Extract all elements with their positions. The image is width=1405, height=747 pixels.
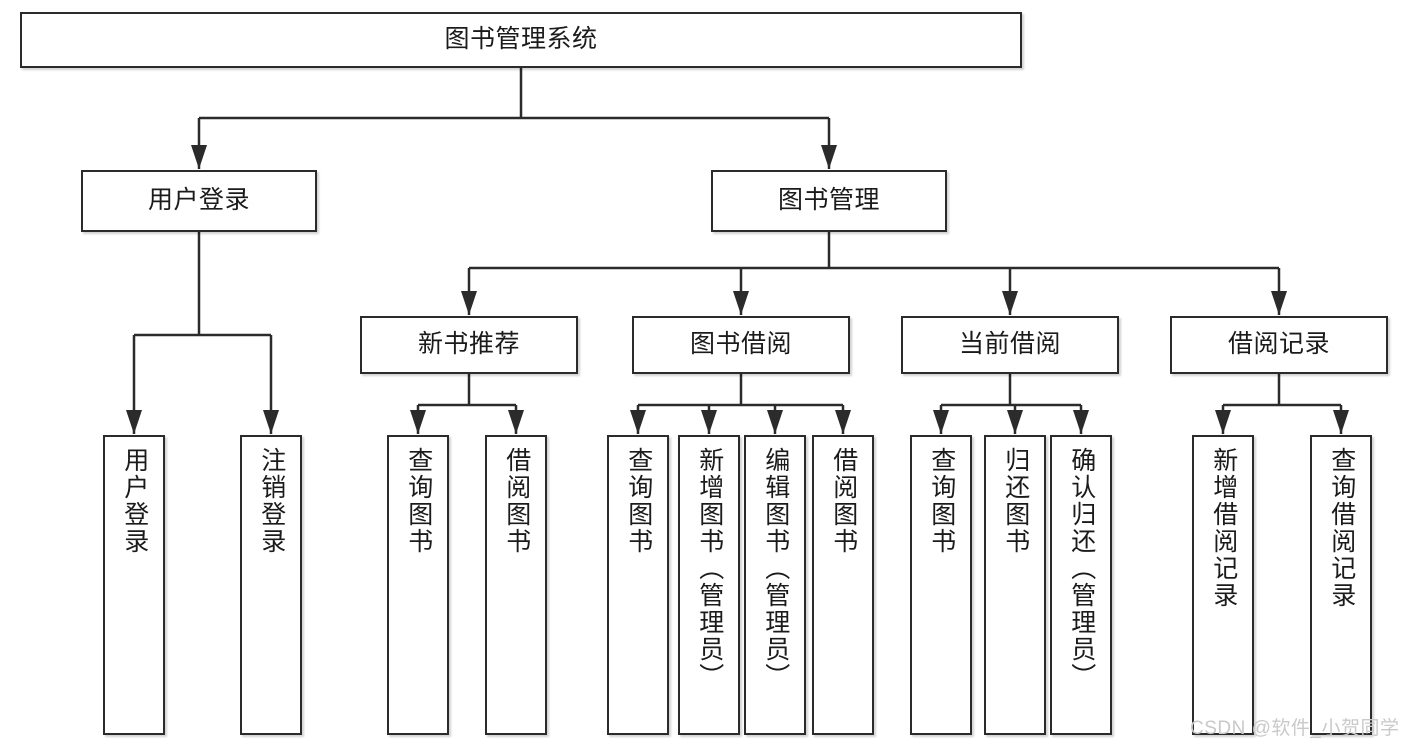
arrowhead-icon bbox=[821, 145, 837, 169]
leaf-node[interactable]: 新增借阅记录 bbox=[1192, 435, 1254, 735]
arrowhead-icon bbox=[508, 410, 524, 434]
node-label: 当前借阅 bbox=[958, 330, 1061, 359]
leaf-node[interactable]: 用户登录 bbox=[103, 435, 165, 735]
branch-node[interactable]: 图书管理 bbox=[711, 170, 947, 232]
leaf-node[interactable]: 借阅图书 bbox=[812, 435, 874, 735]
node-label: 注销登录 bbox=[257, 447, 286, 555]
branch-node[interactable]: 用户登录 bbox=[81, 170, 317, 232]
arrowhead-icon bbox=[733, 291, 749, 315]
node-label: 借阅记录 bbox=[1227, 330, 1330, 359]
arrowhead-icon bbox=[701, 410, 717, 434]
leaf-node[interactable]: 确认归还（管理员） bbox=[1050, 435, 1112, 735]
arrowhead-icon bbox=[461, 291, 477, 315]
leaf-node[interactable]: 查询图书 bbox=[387, 435, 449, 735]
node-label: 新增借阅记录 bbox=[1209, 447, 1238, 609]
node-label: 图书管理系统 bbox=[444, 25, 598, 54]
arrowhead-icon bbox=[1333, 410, 1349, 434]
node-label: 确认归还（管理员） bbox=[1067, 447, 1096, 690]
arrowhead-icon bbox=[933, 410, 949, 434]
arrowhead-icon bbox=[410, 410, 426, 434]
branch-node[interactable]: 新书推荐 bbox=[360, 316, 578, 374]
leaf-node[interactable]: 查询图书 bbox=[910, 435, 972, 735]
arrowhead-icon bbox=[1007, 410, 1023, 434]
node-label: 新书推荐 bbox=[417, 330, 520, 359]
branch-node[interactable]: 借阅记录 bbox=[1170, 316, 1388, 374]
branch-node[interactable]: 图书管理系统 bbox=[20, 12, 1022, 68]
node-label: 图书借阅 bbox=[689, 330, 792, 359]
node-label: 查询图书 bbox=[404, 447, 433, 555]
node-label: 用户登录 bbox=[120, 447, 149, 555]
node-label: 借阅图书 bbox=[829, 447, 858, 555]
node-label: 归还图书 bbox=[1001, 447, 1030, 555]
branch-node[interactable]: 图书借阅 bbox=[632, 316, 850, 374]
node-label: 图书管理 bbox=[777, 186, 880, 215]
leaf-node[interactable]: 归还图书 bbox=[984, 435, 1046, 735]
csdn-watermark: CSDN @软件_小贺同学 bbox=[1190, 718, 1400, 739]
arrowhead-icon bbox=[1002, 291, 1018, 315]
node-label: 查询借阅记录 bbox=[1327, 447, 1356, 609]
arrowhead-icon bbox=[1215, 410, 1231, 434]
arrowhead-icon bbox=[263, 410, 279, 434]
leaf-node[interactable]: 借阅图书 bbox=[485, 435, 547, 735]
arrowhead-icon bbox=[191, 145, 207, 169]
branch-node[interactable]: 当前借阅 bbox=[901, 316, 1119, 374]
leaf-node[interactable]: 新增图书（管理员） bbox=[678, 435, 740, 735]
node-label: 借阅图书 bbox=[502, 447, 531, 555]
arrowhead-icon bbox=[767, 410, 783, 434]
node-label: 用户登录 bbox=[147, 186, 250, 215]
leaf-node[interactable]: 查询借阅记录 bbox=[1310, 435, 1372, 735]
node-label: 查询图书 bbox=[624, 447, 653, 555]
arrowhead-icon bbox=[1271, 291, 1287, 315]
arrowhead-icon bbox=[1073, 410, 1089, 434]
leaf-node[interactable]: 编辑图书（管理员） bbox=[744, 435, 806, 735]
node-label: 查询图书 bbox=[927, 447, 956, 555]
node-label: 新增图书（管理员） bbox=[695, 447, 724, 690]
leaf-node[interactable]: 查询图书 bbox=[607, 435, 669, 735]
arrowhead-icon bbox=[835, 410, 851, 434]
arrowhead-icon bbox=[126, 410, 142, 434]
node-label: 编辑图书（管理员） bbox=[761, 447, 790, 690]
arrowhead-icon bbox=[630, 410, 646, 434]
leaf-node[interactable]: 注销登录 bbox=[240, 435, 302, 735]
